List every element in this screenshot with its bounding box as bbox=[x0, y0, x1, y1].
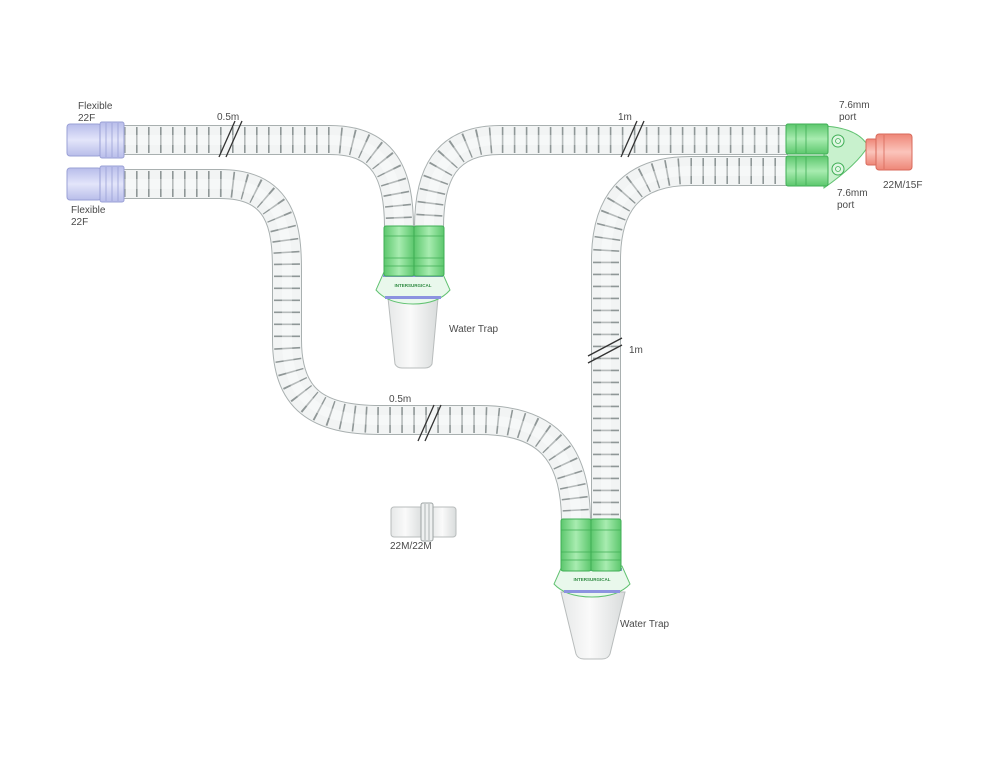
flexible-connector-bottom bbox=[66, 165, 125, 203]
y-piece-connector bbox=[785, 123, 869, 189]
label-port-top-line2: port bbox=[839, 112, 857, 123]
label-water-trap-lower: Water Trap bbox=[620, 619, 670, 630]
label-flexible-top-line1: Flexible bbox=[78, 101, 113, 112]
tube-bottom-left bbox=[124, 169, 591, 523]
label-adapter-22m-22m: 22M/22M bbox=[390, 541, 432, 552]
flexible-connector-top bbox=[66, 121, 125, 159]
label-length-top-left: 0.5m bbox=[217, 112, 240, 123]
adapter-22m-22m bbox=[390, 502, 457, 542]
label-connector-22m-15f: 22M/15F bbox=[883, 180, 923, 191]
break-mark-vertical-right bbox=[587, 337, 623, 364]
label-flexible-bottom-line2: 22F bbox=[71, 217, 89, 228]
break-mark-lower-left bbox=[417, 404, 442, 442]
label-flexible-top: Flexible 22F bbox=[78, 101, 112, 125]
label-port-bottom: 7.6mm port bbox=[837, 188, 868, 212]
water-trap-lower: INTERSURGICAL bbox=[553, 518, 631, 660]
trap-brand-upper: INTERSURGICAL bbox=[395, 283, 432, 288]
sample-port-bottom bbox=[831, 162, 845, 176]
label-length-vertical-right: 1m bbox=[629, 345, 643, 356]
sample-port-top bbox=[831, 134, 845, 148]
tube-vertical-right bbox=[591, 156, 788, 522]
label-flexible-bottom: Flexible 22F bbox=[71, 205, 105, 229]
label-water-trap-upper: Water Trap bbox=[449, 324, 499, 335]
tube-top-left bbox=[124, 125, 414, 229]
water-trap-upper: INTERSURGICAL bbox=[375, 225, 451, 369]
trap-brand-lower: INTERSURGICAL bbox=[574, 577, 611, 582]
label-port-bottom-line1: 7.6mm bbox=[837, 188, 868, 199]
break-mark-top-left bbox=[218, 120, 243, 158]
label-port-top: 7.6mm port bbox=[839, 100, 870, 124]
label-port-bottom-line2: port bbox=[837, 200, 855, 211]
label-length-top-right: 1m bbox=[618, 112, 632, 123]
label-flexible-bottom-line1: Flexible bbox=[71, 205, 106, 216]
label-flexible-top-line2: 22F bbox=[78, 113, 96, 124]
corrugated-tubes bbox=[124, 125, 788, 523]
patient-connector-22m-15f bbox=[865, 133, 913, 171]
break-mark-top-right bbox=[620, 120, 645, 158]
label-length-lower-left: 0.5m bbox=[389, 394, 412, 405]
label-port-top-line1: 7.6mm bbox=[839, 100, 870, 111]
tube-top-right bbox=[414, 125, 788, 229]
